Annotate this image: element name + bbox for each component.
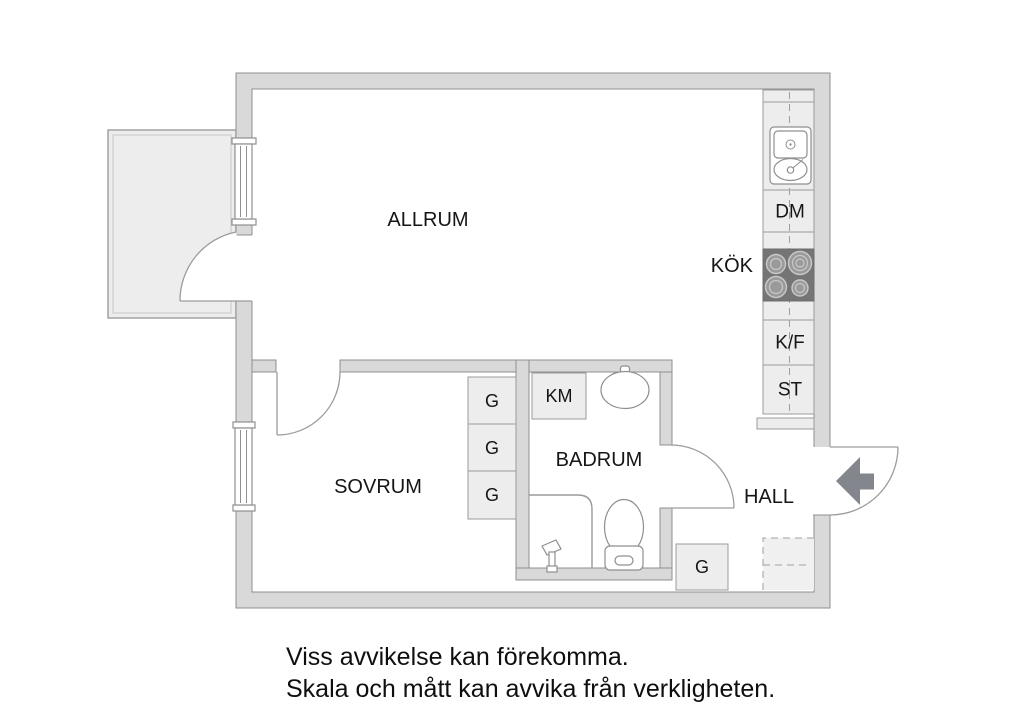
sink-faucet-base [786,166,795,174]
allrum-window [231,137,257,226]
sovrum-window [232,421,256,512]
outer-wall-frame [235,72,831,609]
burner-ring [769,257,783,271]
room-label-allrum: ALLRUM [387,209,468,231]
outer-walls [235,72,831,609]
door-arc-icon [179,231,237,302]
wardrobe-label: G [485,438,499,458]
door-swing-area [179,232,250,301]
disclaimer: Viss avvikelse kan förekomma. Skala och … [286,641,775,705]
disclaimer-line1: Viss avvikelse kan förekomma. [286,643,629,671]
burner [765,253,787,275]
badrum-door [670,444,735,509]
dashed-cabinet [763,538,814,590]
window-glass-lines [240,430,247,503]
labels: ALLRUM KÖK SOVRUM BADRUM HALL DM K/F ST … [334,202,805,578]
entry-arrow-icon [836,457,874,505]
room-label-sovrum: SOVRUM [334,476,422,498]
wardrobe-label: G [695,557,709,577]
burner-ring [768,279,784,295]
door-arc-icon [276,371,341,436]
balcony-inner-border [112,134,232,314]
sovrum-wardrobes [467,376,517,520]
burner-ring [794,282,806,294]
counter-end-ledge [756,417,815,430]
appliance-label-fridge-freezer: K/F [775,333,805,354]
window-sill-icon [232,421,256,429]
window-icon [234,143,253,220]
shower-mixer-icon [541,539,562,573]
window-icon [234,427,253,506]
washing-machine-box [531,372,587,420]
washbasin-icon [600,365,650,410]
toilet-icon [603,498,645,571]
wall-badrum-right-upper [659,371,673,446]
burner [787,250,813,276]
wardrobe-cabinet [675,543,729,591]
entry-door [829,446,899,516]
sovrum-door [276,371,341,436]
basin-bowl [600,370,650,410]
shower-divider [529,494,593,568]
window-sill-icon [231,218,257,226]
balcony-door [179,231,252,302]
wardrobe-cabinet [467,423,517,472]
hall-storage [675,537,814,591]
kitchen-sink-icon [769,126,812,185]
window-sill-icon [232,504,256,512]
balcony [107,129,237,319]
wall-badrum-bottom [515,567,673,581]
disclaimer-line2: Skala och mått kan avvika från verklighe… [286,675,776,703]
sink-drain [785,139,796,150]
wall-sovrum-left-stub [251,359,277,373]
appliance-label-cleaning-closet: ST [778,380,803,401]
window-sill-icon [231,137,257,145]
wardrobe-label: G [485,485,499,505]
entry-door-opening [813,447,831,515]
burner [791,279,809,297]
burner-ring [795,258,805,268]
burner [764,275,788,299]
burner-ring [791,254,809,272]
shower-foot [546,565,558,573]
door-arc-icon [670,444,735,509]
kitchen-counter [756,89,815,430]
wardrobe-cabinet [467,470,517,520]
wall-allrum-lower [339,359,673,373]
door-arc-icon [829,446,899,516]
wall-sovrum-badrum [515,359,530,581]
badrum-fixtures [529,365,650,573]
appliance-label-dishwasher: DM [775,202,805,223]
appliance-label-washing-machine: KM [546,386,573,406]
room-label-badrum: BADRUM [556,449,643,471]
room-label-kok: KÖK [711,255,754,277]
wardrobe-label: G [485,391,499,411]
sink-drain-dot [789,143,792,146]
dashed-cabinet-border [762,537,814,590]
window-glass-lines [240,146,247,217]
stove-icon [762,248,815,302]
interior-walls [251,359,673,581]
toilet-button [614,555,634,566]
shower-head [541,539,562,556]
room-label-hall: HALL [744,486,794,508]
